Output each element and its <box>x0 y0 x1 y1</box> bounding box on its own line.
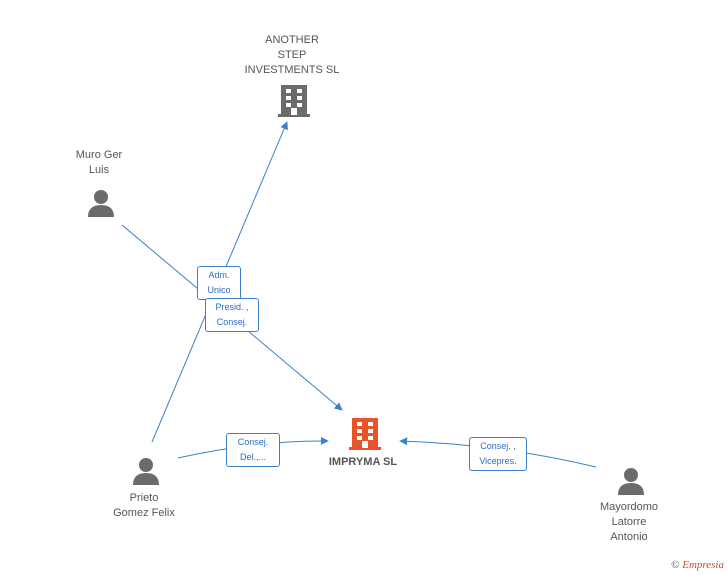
person-icon-prieto[interactable] <box>133 458 159 485</box>
edge-label-adm-unico: Adm. Unico <box>197 266 241 300</box>
company-label-imprya[interactable]: IMPRYMA SL <box>328 456 398 468</box>
footer-brand[interactable]: © Empresia <box>671 559 724 571</box>
edge-label-presid-consej: Presid. , Consej. <box>205 298 259 332</box>
building-icon[interactable] <box>278 85 310 117</box>
person-label-muro[interactable]: Muro Ger Luis <box>75 149 123 176</box>
edge-label-consej-vicepres: Consej. , Vicepres. <box>469 437 527 471</box>
brand-name: Empresia <box>682 559 724 571</box>
copyright-symbol: © <box>671 559 680 571</box>
company-label-another-step[interactable]: ANOTHER STEP INVESTMENTS SL <box>244 34 340 76</box>
person-label-prieto[interactable]: Prieto Gomez Felix <box>113 492 175 519</box>
person-label-mayordomo[interactable]: Mayordomo Latorre Antonio <box>599 501 659 543</box>
main-building-icon[interactable] <box>349 418 381 450</box>
person-icon-muro[interactable] <box>88 190 114 217</box>
edge-label-consej-del: Consej. Del.,... <box>226 433 280 467</box>
person-icon-mayordomo[interactable] <box>618 468 644 495</box>
